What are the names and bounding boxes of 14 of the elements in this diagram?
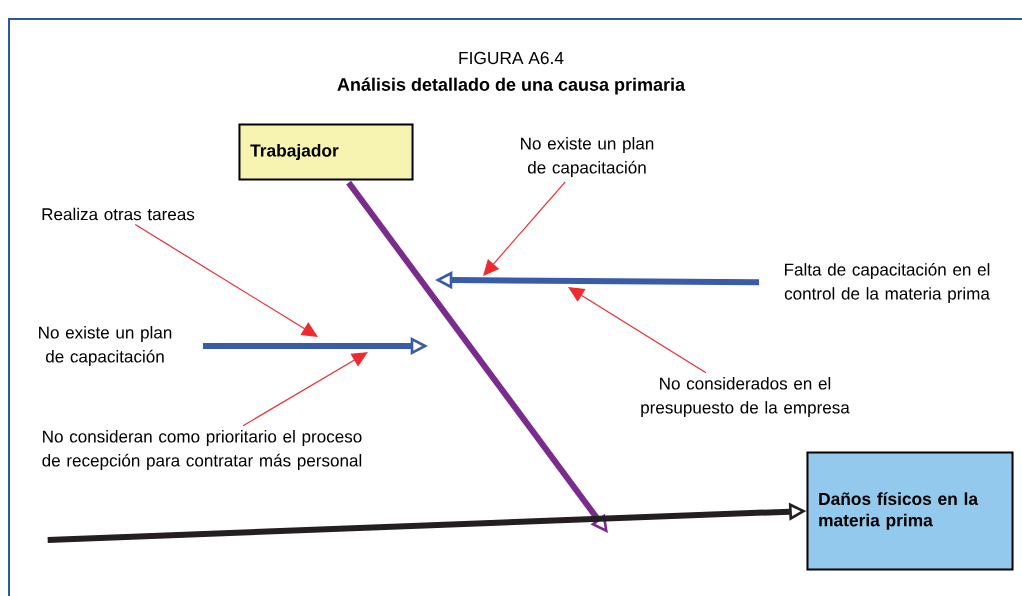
leader-arrow [242, 352, 368, 427]
cause-box: Trabajador [238, 123, 414, 181]
leader-arrow [483, 181, 566, 276]
title: Análisis detallado de una causa primaria [337, 77, 686, 95]
cause-text: No existe un plan de capacitación [521, 137, 654, 177]
leader-arrow [568, 287, 707, 374]
cause-text: No considerados en el presupuesto de la empresa [641, 377, 850, 417]
cause-text: Falta de capacitación en el control de la materia prima [784, 262, 990, 304]
leader-arrow [134, 224, 318, 337]
cause-text: No consideran como prioritario el proceso de recepción para contratar más personal [42, 430, 362, 470]
cause-text: No existe un plan de capacitación [39, 326, 172, 366]
figure-number: FIGURA A6.4 [459, 51, 564, 65]
cause-text: Realiza otras tareas [42, 207, 195, 221]
effect-box: Daños físicos en la materia prima [806, 451, 1014, 571]
